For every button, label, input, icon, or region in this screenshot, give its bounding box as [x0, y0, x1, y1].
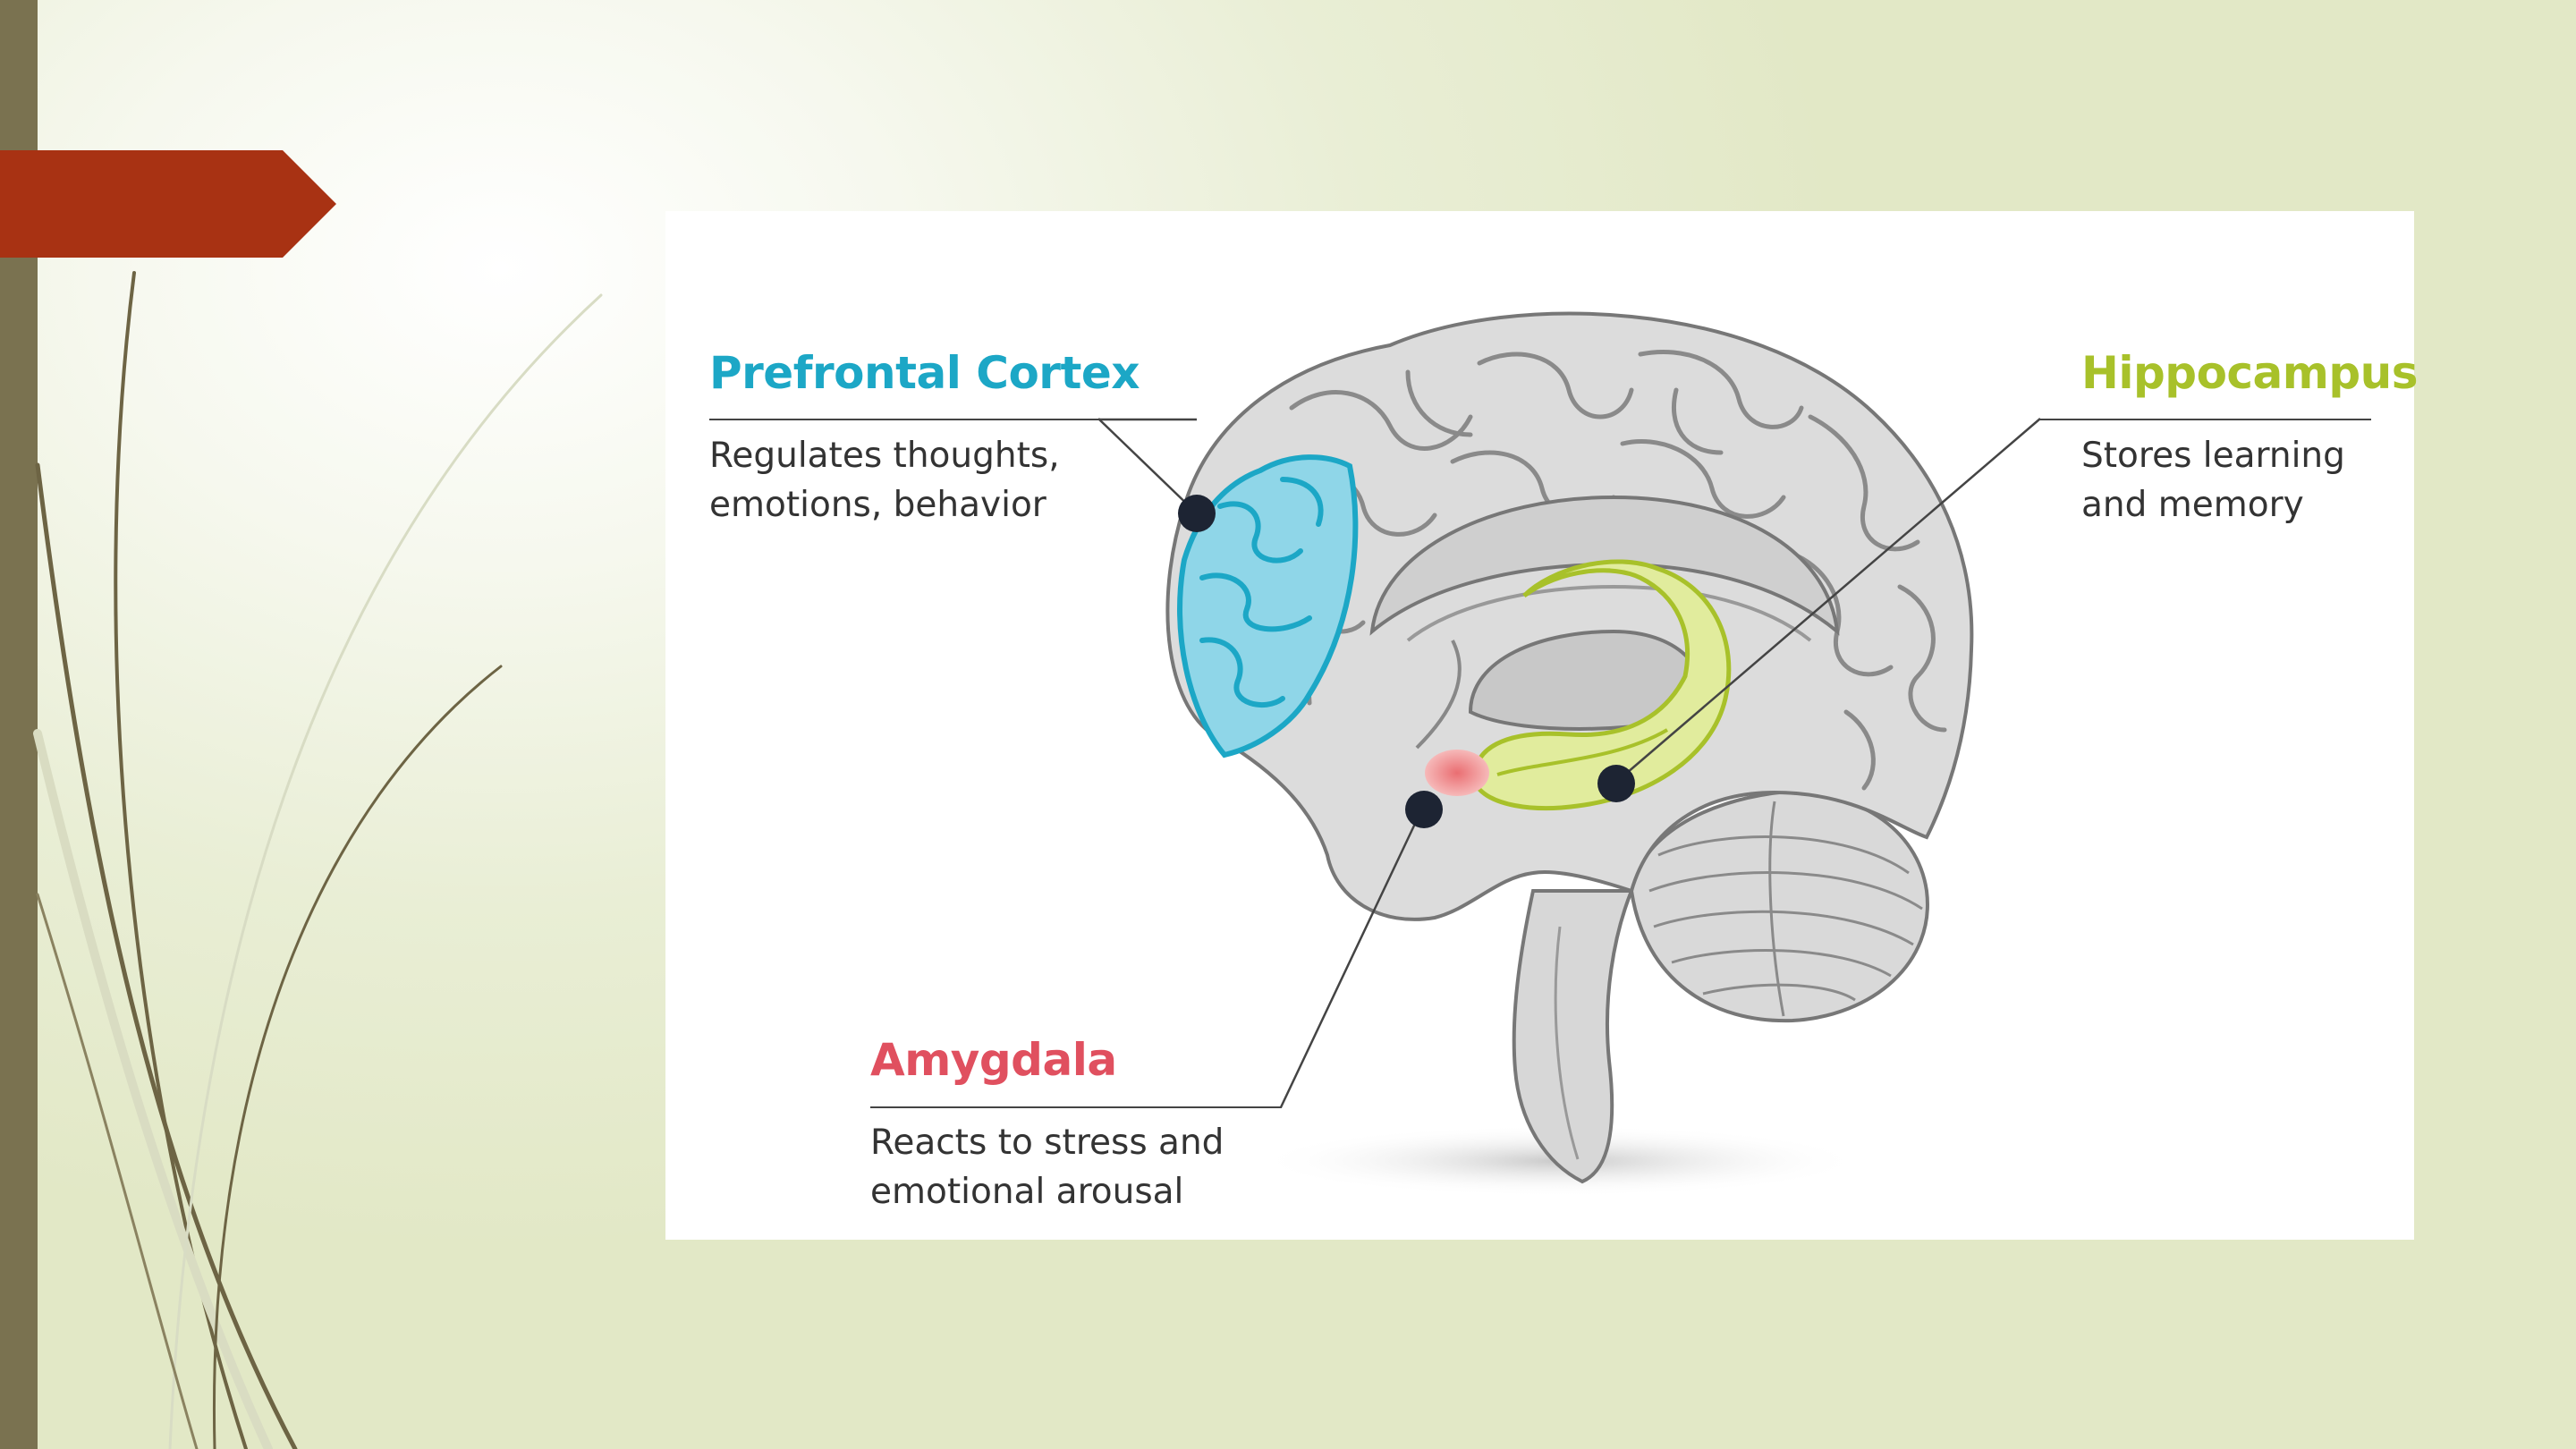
prefrontal-desc-line2: emotions, behavior [709, 480, 1046, 530]
hippocampus-desc-line1: Stores learning [2081, 431, 2345, 480]
amygdala-desc-line2: emotional arousal [870, 1167, 1183, 1216]
brain-diagram-card: Prefrontal Cortex Regulates thoughts, em… [665, 211, 2414, 1240]
decorative-swoosh-lines [0, 0, 680, 1449]
hippocampus-pointer-dot [1597, 765, 1635, 802]
prefrontal-title: Prefrontal Cortex [709, 347, 1140, 399]
prefrontal-underline [709, 419, 1099, 420]
amygdala-title: Amygdala [870, 1034, 1117, 1086]
amygdala-region [1425, 750, 1489, 796]
hippocampus-title: Hippocampus [2081, 347, 2418, 399]
amygdala-desc-line1: Reacts to stress and [870, 1118, 1224, 1167]
amygdala-underline [870, 1106, 1282, 1108]
amygdala-pointer-dot [1405, 791, 1443, 828]
prefrontal-connector [1098, 419, 1197, 513]
hippocampus-underline [2040, 419, 2371, 420]
prefrontal-pointer-dot [1178, 495, 1216, 532]
prefrontal-desc-line1: Regulates thoughts, [709, 431, 1060, 480]
hippocampus-desc-line2: and memory [2081, 480, 2304, 530]
